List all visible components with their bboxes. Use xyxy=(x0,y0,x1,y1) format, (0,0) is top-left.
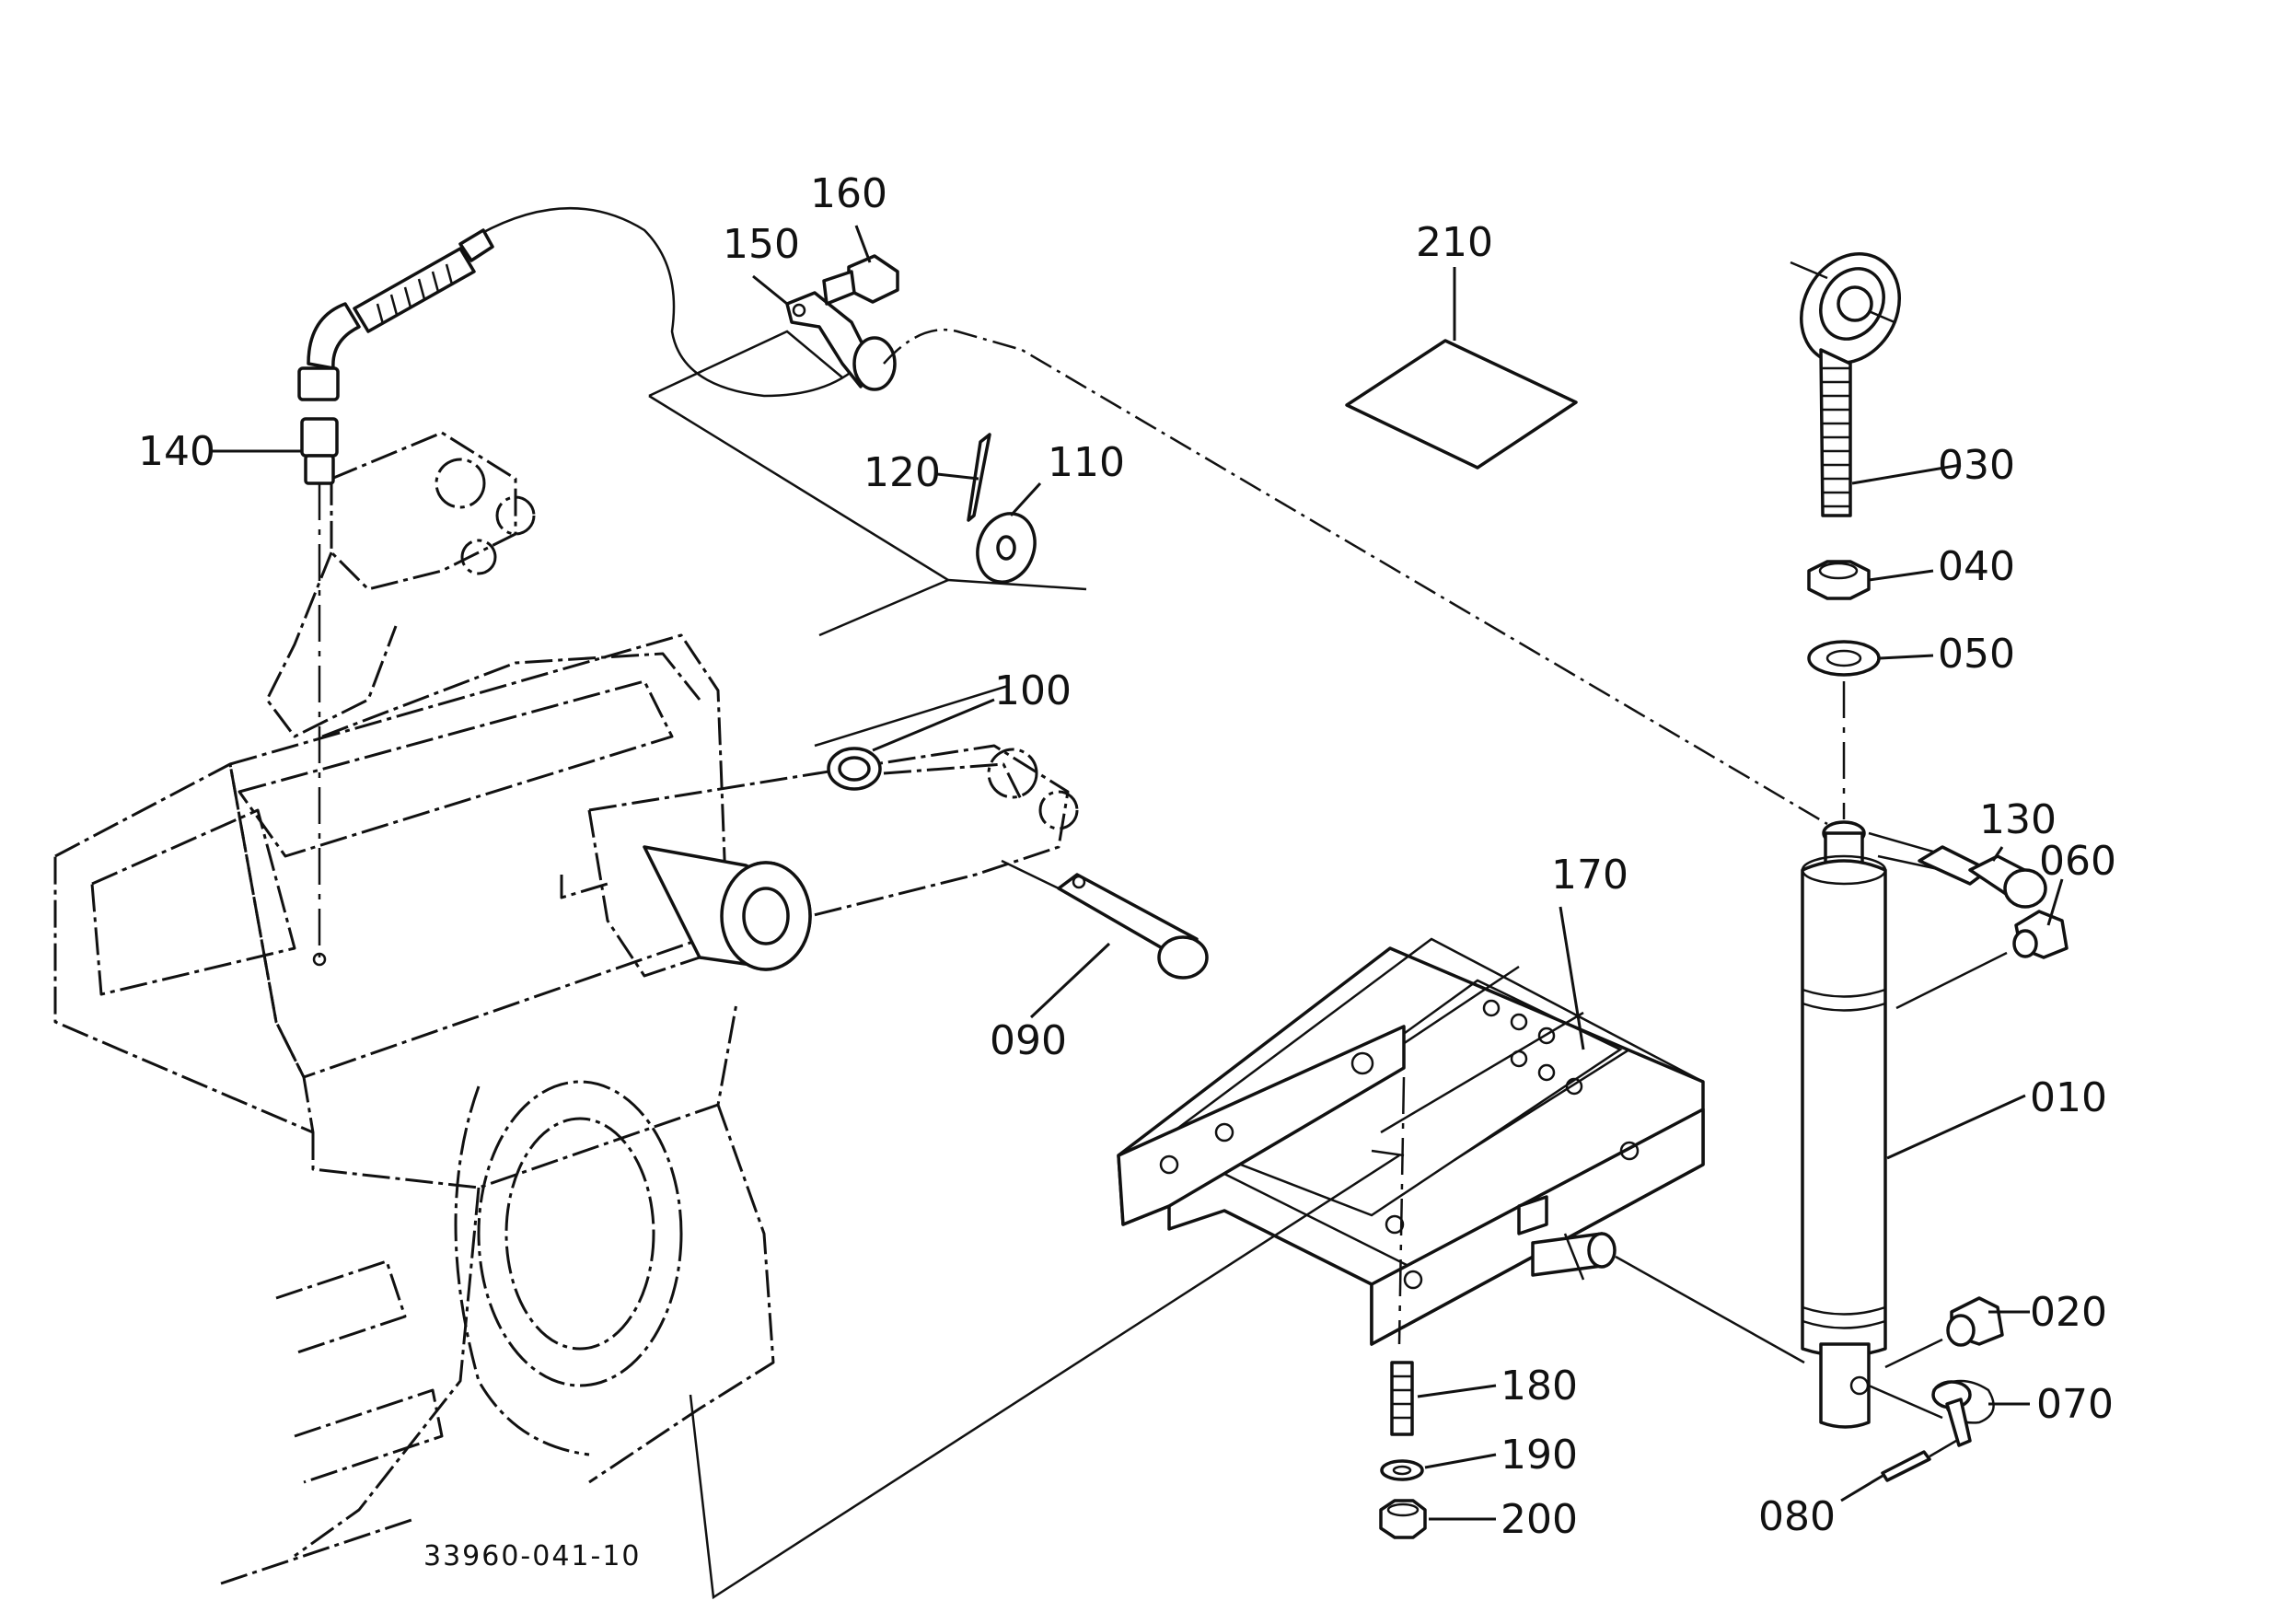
washer xyxy=(976,512,1037,584)
hose-assembly xyxy=(297,206,862,967)
callout-170: 170 xyxy=(1551,852,1628,899)
callout-020: 020 xyxy=(2030,1289,2107,1336)
callout-210: 210 xyxy=(1416,219,1493,266)
assembly-line-clamp-cylinder xyxy=(883,328,1828,826)
diagram-code: 33960-041-10 xyxy=(423,1540,642,1572)
plate xyxy=(1345,339,1578,470)
callout-070: 070 xyxy=(2036,1381,2114,1428)
elbow-fitting xyxy=(2012,910,2069,959)
hex-nut xyxy=(1379,1499,1427,1539)
split-pin-small xyxy=(1881,1450,1931,1482)
callout-100: 100 xyxy=(994,667,1072,714)
leader-lines xyxy=(212,225,2064,1521)
callout-060: 060 xyxy=(2039,838,2116,885)
callout-090: 090 xyxy=(990,1017,1067,1064)
lock-nut xyxy=(1807,560,1871,600)
callout-080: 080 xyxy=(1758,1493,1836,1540)
callout-200: 200 xyxy=(1501,1496,1578,1543)
callout-130: 130 xyxy=(1979,796,2057,843)
callout-120: 120 xyxy=(863,449,941,496)
transmission-housing xyxy=(53,431,1079,1585)
callout-110: 110 xyxy=(1048,439,1125,486)
bolt xyxy=(822,254,899,306)
spring-washer xyxy=(1380,1459,1424,1481)
callout-040: 040 xyxy=(1938,543,2015,590)
collar xyxy=(827,747,882,791)
lift-cylinder xyxy=(1801,820,1945,1429)
grease-fitting xyxy=(1946,1296,2004,1347)
callout-labels: 010 020 030 040 050 060 070 080 090 100 … xyxy=(138,170,2116,1543)
split-pin xyxy=(967,433,991,522)
callout-140: 140 xyxy=(138,428,215,475)
assembly-line-frame xyxy=(689,1154,1400,1600)
callout-010: 010 xyxy=(2030,1074,2107,1121)
callout-180: 180 xyxy=(1501,1363,1578,1409)
swing-frame xyxy=(1117,937,1705,1346)
lift-arm-boss xyxy=(643,845,812,971)
callout-160: 160 xyxy=(810,170,887,217)
lift-pin xyxy=(1057,873,1209,980)
callout-150: 150 xyxy=(723,221,800,268)
stud-bolt xyxy=(1390,1361,1414,1436)
hose-clamp xyxy=(785,291,897,391)
clip-pin xyxy=(1931,1379,1995,1447)
flat-washer xyxy=(1807,640,1881,677)
callout-030: 030 xyxy=(1938,442,2015,489)
top-link-end xyxy=(1790,252,1902,517)
hydraulic-fitting xyxy=(1918,845,2047,909)
callout-190: 190 xyxy=(1501,1432,1578,1479)
callout-050: 050 xyxy=(1938,631,2015,678)
